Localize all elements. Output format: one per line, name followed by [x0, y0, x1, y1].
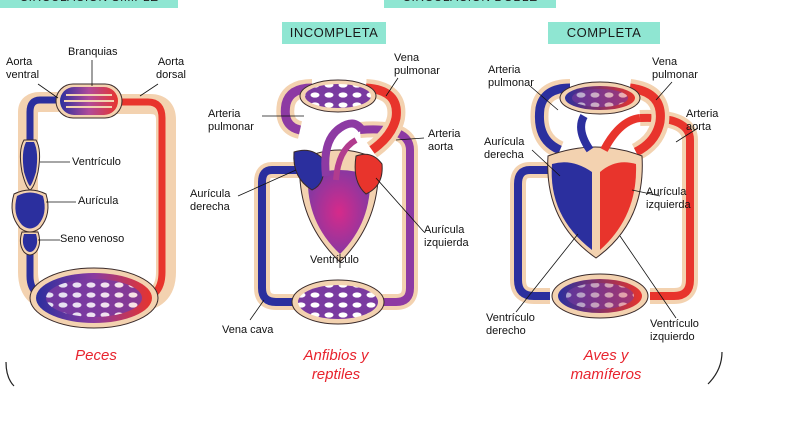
- caption-anfibios-line2: reptiles: [311, 366, 361, 383]
- caption-anfibios-line1: Anfibios y: [303, 347, 369, 364]
- label-auricula-izquierda-amph-line2: izquierda: [424, 237, 469, 249]
- label-branquias: Branquias: [68, 46, 118, 58]
- label-ventriculo-derecho-line1: Ventrículo: [486, 312, 535, 324]
- label-ventriculo-izquierdo: Ventrículo izquierdo: [650, 318, 699, 344]
- caption-aves: Aves y mamíferos: [556, 346, 656, 384]
- frame-curve-right: [707, 351, 723, 385]
- label-ventriculo-izquierdo-line1: Ventrículo: [650, 318, 699, 330]
- label-auricula-fish: Aurícula: [78, 195, 119, 207]
- label-arteria-aorta-amph-line2: aorta: [428, 141, 454, 153]
- label-vena-cava: Vena cava: [222, 324, 274, 336]
- label-aorta-dorsal-line1: Aorta: [157, 56, 185, 68]
- bird-circuit: [510, 79, 699, 319]
- label-seno-venoso: Seno venoso: [60, 233, 125, 245]
- label-arteria-aorta-bird: Arteria aorta: [686, 108, 718, 134]
- label-auricula-izquierda-bird-line2: izquierda: [646, 199, 691, 211]
- label-ventriculo-izquierdo-line2: izquierdo: [650, 331, 695, 343]
- label-auricula-derecha-bird-line2: derecha: [484, 149, 524, 161]
- label-ventriculo-derecho-line2: derecho: [486, 325, 526, 337]
- label-aorta-ventral: Aorta ventral: [6, 56, 39, 82]
- label-auricula-izquierda-bird-line1: Aurícula: [646, 186, 687, 198]
- label-arteria-pulmonar-bird: Arteria pulmonar: [488, 64, 534, 90]
- label-vena-pulmonar-amph-line2: pulmonar: [394, 65, 440, 77]
- label-vena-pulmonar-bird-line2: pulmonar: [652, 69, 698, 81]
- label-arteria-pulmonar-amph: Arteria pulmonar: [208, 108, 254, 134]
- label-auricula-izquierda-bird: Aurícula izquierda: [646, 186, 691, 212]
- label-arteria-pulmonar-amph-line1: Arteria: [208, 108, 241, 120]
- label-ventriculo-derecho: Ventrículo derecho: [486, 312, 535, 338]
- frame-curve-left: [5, 361, 15, 387]
- caption-aves-line1: Aves y: [583, 347, 629, 364]
- caption-aves-line2: mamíferos: [570, 366, 642, 383]
- amphibian-circuit: [237, 77, 425, 325]
- label-vena-pulmonar-bird-line1: Vena: [652, 56, 678, 68]
- label-arteria-aorta-bird-line2: aorta: [686, 121, 712, 133]
- label-arteria-aorta-bird-line1: Arteria: [686, 108, 719, 120]
- tab-incompleta: INCOMPLETA: [282, 22, 386, 44]
- label-aorta-dorsal-line2: dorsal: [156, 69, 186, 81]
- label-ventriculo-amph: Ventrículo: [310, 254, 359, 266]
- label-auricula-derecha-amph-line2: derecha: [190, 201, 230, 213]
- label-auricula-izquierda-amph-line1: Aurícula: [424, 224, 465, 236]
- caption-anfibios: Anfibios y reptiles: [286, 346, 386, 384]
- label-aorta-ventral-line2: ventral: [6, 69, 40, 81]
- label-auricula-derecha-amph: Aurícula derecha: [190, 188, 230, 214]
- label-vena-pulmonar-amph-line1: Vena: [394, 52, 420, 64]
- label-aorta-ventral-line1: Aorta: [6, 56, 33, 68]
- label-vena-pulmonar-amph: Vena pulmonar: [394, 52, 440, 78]
- caption-peces: Peces: [75, 347, 117, 364]
- label-arteria-aorta-amph-line1: Arteria: [428, 128, 461, 140]
- label-ventriculo-fish: Ventrículo: [72, 156, 121, 168]
- label-auricula-derecha-amph-line1: Aurícula: [190, 188, 231, 200]
- tab-simple-partial: CIRCULACIÓN SIMPLE: [0, 0, 178, 8]
- tab-completa: COMPLETA: [548, 22, 660, 44]
- label-vena-pulmonar-bird: Vena pulmonar: [652, 56, 698, 82]
- label-arteria-aorta-amph: Arteria aorta: [428, 128, 460, 154]
- label-arteria-pulmonar-bird-line1: Arteria: [488, 64, 521, 76]
- fish-circuit: [11, 60, 176, 329]
- label-auricula-izquierda-amph: Aurícula izquierda: [424, 224, 469, 250]
- label-arteria-pulmonar-bird-line2: pulmonar: [488, 77, 534, 89]
- tab-doble-partial: CIRCULACIÓN DOBLE: [384, 0, 556, 8]
- label-auricula-derecha-bird: Aurícula derecha: [484, 136, 524, 162]
- label-aorta-dorsal: Aorta dorsal: [156, 56, 186, 82]
- label-auricula-derecha-bird-line1: Aurícula: [484, 136, 525, 148]
- label-arteria-pulmonar-amph-line2: pulmonar: [208, 121, 254, 133]
